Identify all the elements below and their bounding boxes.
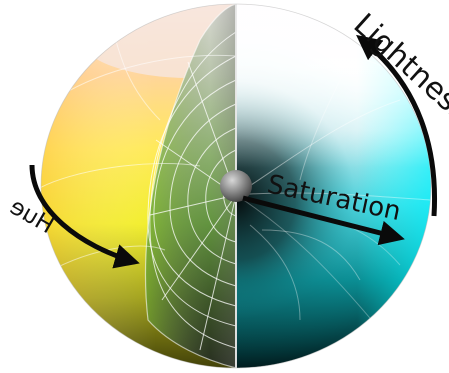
hsl-color-sphere-diagram: Lightness Saturation Hue — [0, 0, 449, 373]
